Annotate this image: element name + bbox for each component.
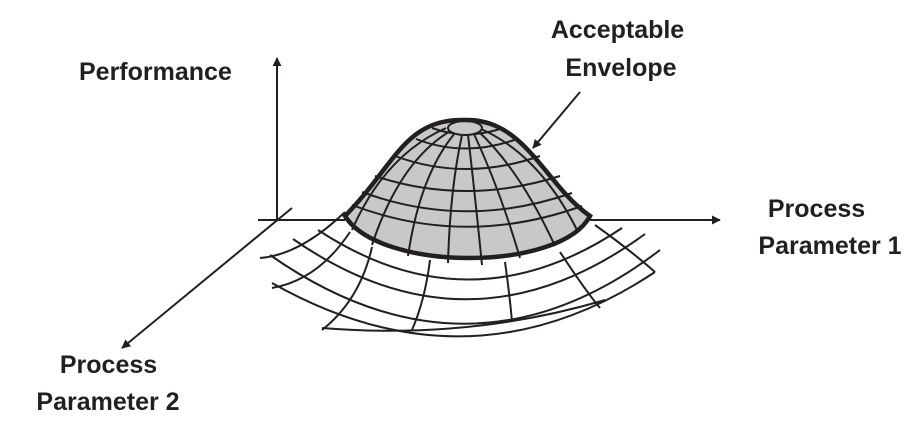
acceptable-envelope	[342, 117, 593, 266]
outer-spoke-1	[259, 211, 346, 259]
param2-axis	[121, 207, 293, 349]
outer-ring-5	[321, 299, 606, 332]
envelope-meridians	[351, 127, 579, 266]
param1-label-line-1: Process	[768, 195, 865, 223]
param2-label-line-1: Process	[60, 351, 157, 379]
param2-label: Process Parameter 2	[36, 351, 179, 416]
performance-label: Performance	[79, 58, 232, 86]
envelope-label-line-1: Acceptable	[551, 16, 684, 44]
outer-ring-1	[317, 227, 623, 281]
envelope-label-line-2: Envelope	[565, 54, 676, 82]
outer-spoke-2	[271, 231, 351, 289]
outer-spoke-5	[504, 261, 513, 323]
param1-label: Process Parameter 1	[758, 195, 901, 260]
envelope-top-cap	[447, 120, 483, 136]
outer-spoke-4	[411, 259, 431, 331]
axes	[121, 57, 721, 349]
param1-label-line-2: Parameter 1	[758, 232, 901, 260]
envelope-label: Acceptable Envelope	[551, 16, 691, 82]
param2-label-line-2: Parameter 2	[36, 388, 179, 416]
outer-ring-2	[292, 233, 646, 301]
outer-ring-3	[269, 249, 661, 325]
envelope-callout-arrow	[532, 91, 581, 149]
outer-spoke-6	[559, 251, 601, 309]
outer-spoke-3	[321, 246, 373, 331]
envelope-outline	[342, 117, 593, 261]
outer-spoke-7	[594, 224, 656, 273]
